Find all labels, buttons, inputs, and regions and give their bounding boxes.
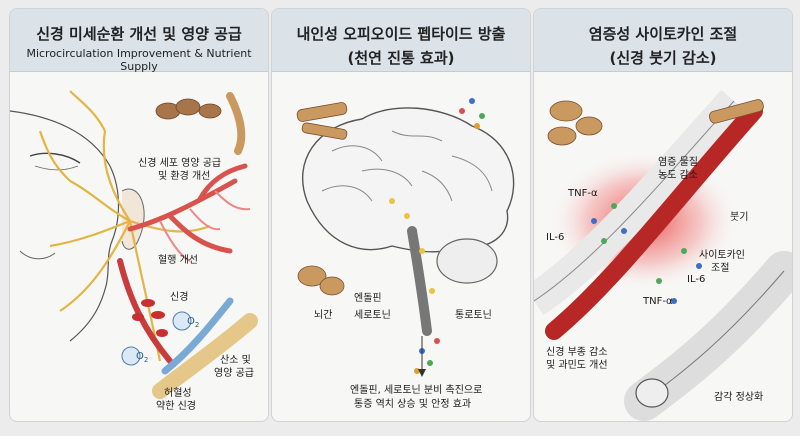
cytokine-dots — [591, 203, 702, 304]
label-tnf-top: TNF-α — [568, 188, 598, 199]
label-il6-left: IL-6 — [546, 232, 565, 243]
label-nerve: 신경 — [170, 292, 189, 303]
label-o2: O2 — [187, 316, 200, 329]
lips — [19, 250, 56, 260]
label-effect-2: 통증 역치 상승 및 안정 효과 — [354, 399, 472, 410]
oxygen-icon — [172, 311, 192, 331]
label-hypersensitivity: 및 과민도 개선 — [546, 360, 608, 371]
label-weak-nerve: 약한 신경 — [156, 401, 196, 412]
molecule-dots — [414, 98, 485, 374]
panel-opioid-peptide: 내인성 오피오이드 펩타이드 방출 (천연 진통 효과) — [271, 8, 531, 422]
label-brainstem: 뇌간 — [314, 310, 333, 321]
panel-header: 염증성 사이토카인 조절 (신경 붓기 감소) — [534, 9, 792, 72]
label-concentration-down: 농도 감소 — [658, 170, 698, 181]
capillaries — [159, 190, 251, 262]
nerve-bundle-edge — [534, 100, 735, 302]
face-nerve-illustration — [10, 90, 258, 399]
label-serotonin: 세로토닌 — [354, 310, 391, 321]
panel-subtitle: (신경 붓기 감소) — [609, 49, 717, 67]
inflammation-illustration — [534, 89, 792, 421]
nerve-trunk — [152, 313, 258, 399]
label-il6-right: IL-6 — [687, 274, 706, 285]
cerebellum — [436, 238, 498, 284]
panel-title: 내인성 오피오이드 펩타이드 방출 — [296, 25, 506, 43]
label-cytokine: 사이토카인 — [699, 250, 745, 261]
artery — [117, 258, 173, 364]
label-oxygen: 산소 및 — [220, 355, 251, 366]
vein — [161, 297, 234, 375]
face-outline — [10, 110, 120, 342]
label-painkiller: 통로토닌 — [455, 310, 492, 321]
panel-header: 내인성 오피오이드 펩타이드 방출 (천연 진통 효과) — [272, 9, 530, 72]
label-sensation-normal: 감각 정상화 — [714, 392, 764, 403]
eye-lid — [29, 152, 81, 164]
nerve-cross-section — [635, 378, 669, 408]
arrow-head — [418, 369, 426, 377]
healthy-nerve — [624, 251, 792, 421]
label-o2-left: O2 — [136, 351, 149, 364]
panel-subtitle: Microcirculation Improvement & Nutrient … — [26, 47, 252, 73]
brainstem — [407, 226, 432, 336]
panel-microcirculation: 신경 미세순환 개선 및 영양 공급 Microcirculation Impr… — [9, 8, 269, 422]
eye-lash — [34, 165, 79, 171]
brain-illustration — [296, 98, 515, 377]
panel-title: 염증성 사이토카인 조절 — [588, 25, 738, 43]
brain-folds — [321, 130, 493, 202]
root-slices — [547, 99, 764, 146]
inflamed-vessel — [545, 102, 763, 340]
panel-cytokine: 염증성 사이토카인 조절 (신경 붓기 감소) — [533, 8, 793, 422]
brain-outline — [302, 107, 515, 253]
ginseng-root — [226, 92, 246, 155]
oxygen-icon — [121, 346, 141, 366]
panel-subtitle: (천연 진통 효과) — [347, 49, 455, 67]
ear — [121, 188, 145, 250]
label-edema-reduce: 신경 부종 감소 — [546, 347, 608, 358]
label-nutrient: 영양 공급 — [214, 368, 254, 379]
label-tnf-bottom: TNF-α — [643, 296, 673, 307]
panel-header: 신경 미세순환 개선 및 영양 공급 Microcirculation Impr… — [10, 9, 268, 73]
label-effect-1: 엔돌핀, 세로토닌 분비 촉진으로 — [350, 385, 483, 396]
blood-vessels — [127, 163, 248, 254]
label-swelling: 붓기 — [730, 212, 749, 223]
label-endorphin: 엔돌핀 — [354, 293, 382, 304]
ginseng-slices — [155, 98, 222, 120]
label-regulation: 조절 — [711, 263, 730, 274]
label-inflammatory-substance: 염증 물질 — [658, 157, 698, 168]
label-ischemic: 허혈성 — [164, 388, 192, 399]
panel-title: 신경 미세순환 개선 및 영양 공급 — [36, 25, 242, 43]
label-blood-flow: 혈행 개선 — [158, 255, 198, 266]
red-blood-cells — [132, 299, 168, 337]
label-environment: 및 환경 개선 — [158, 171, 211, 182]
root-pieces — [296, 102, 348, 296]
label-nerve-cell: 신경 세포 영양 공급 — [138, 158, 222, 169]
neurotransmitter-dots — [389, 198, 435, 294]
